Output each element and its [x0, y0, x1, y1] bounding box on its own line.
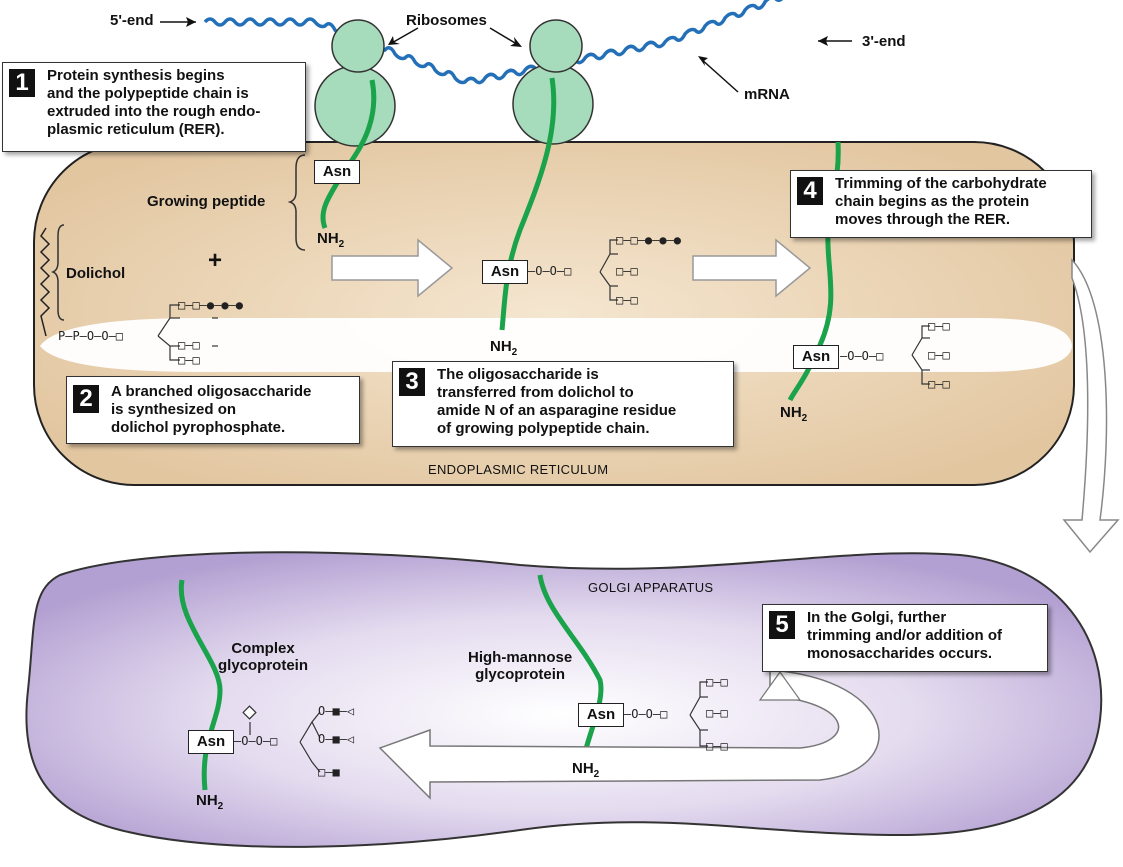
step-5-box: 5 In the Golgi, further trimming and/or …	[762, 604, 1048, 672]
mrna-label: mRNA	[744, 86, 790, 103]
step-3-box: 3 The oligosaccharide is transferred fro…	[392, 361, 734, 447]
complex-branch-bottom: □–■	[318, 765, 340, 779]
dolichol-branch-top: □–□–●–●–●	[178, 298, 244, 312]
dolichol-label: Dolichol	[66, 265, 126, 282]
golgi-processing-arrow-head	[758, 670, 802, 701]
growing-peptide-label: Growing peptide	[147, 193, 266, 210]
ribosome-2-small-subunit	[529, 19, 583, 73]
dolichol-pyrophosphate-link: P–P–O–O–□	[58, 329, 124, 343]
trimmed-branch-top: □–□	[928, 319, 950, 333]
sugar-tree-highmannose	[689, 681, 708, 747]
complex-core: –O–O–□	[234, 734, 278, 748]
trimmed-branch-mid: □–□	[928, 348, 950, 362]
sugar-tree-trimmed	[911, 325, 930, 385]
step-1-text: Protein synthesis begins and the polypep…	[47, 67, 261, 138]
transferred-branch-mid: □–□	[616, 264, 638, 278]
dolichol-branch-bottom: □–□	[178, 353, 200, 367]
highmannose-branch-top: □–□	[706, 675, 728, 689]
step-3-text: The oligosaccharide is transferred from …	[437, 366, 677, 437]
sugar-tree-transferred	[599, 239, 618, 301]
asn-residue-3: Asn	[793, 345, 839, 369]
growing-peptide-bracket	[287, 154, 306, 251]
highmannose-branch-mid: □–□	[706, 706, 728, 720]
asn-residue-complex: Asn	[188, 730, 234, 754]
mrna-strand	[203, 0, 783, 85]
asn-residue-1: Asn	[314, 160, 360, 184]
sugar-tree-dolichol	[157, 304, 218, 361]
complex-branch-top: O–■–◁	[318, 704, 355, 718]
step-5-number: 5	[769, 611, 795, 639]
transferred-branch-bottom: □–□	[616, 293, 638, 307]
asn-residue-2: Asn	[482, 260, 528, 284]
er-to-golgi-arrow	[1062, 258, 1120, 554]
three-end-label: 3'-end	[862, 33, 906, 50]
peptide-chain-2	[499, 77, 557, 331]
ribosome-1-small-subunit	[331, 19, 385, 73]
step-2-box: 2 A branched oligosaccharide is synthesi…	[66, 376, 360, 444]
step-4-text: Trimming of the carbohydrate chain begin…	[835, 175, 1047, 228]
arrow-ribosome-1	[389, 27, 419, 45]
er-label: ENDOPLASMIC RETICULUM	[428, 462, 609, 477]
fucose-diamond	[242, 705, 257, 720]
highmannose-branch-bottom: □–□	[706, 739, 728, 753]
complex-glycoprotein-label: Complex glycoprotein	[218, 640, 309, 674]
peptide-chain-highmannose	[537, 574, 604, 761]
amino-terminus-highmannose: NH2	[572, 760, 600, 780]
step-2-number: 2	[73, 385, 99, 413]
amino-terminus-1: NH2	[317, 230, 345, 250]
step-2-text: A branched oligosaccharide is synthesize…	[111, 383, 312, 436]
golgi-label: GOLGI APPARATUS	[588, 580, 714, 595]
step-1-number: 1	[9, 69, 35, 97]
ribosomes-label: Ribosomes	[406, 12, 487, 29]
complex-branch-mid: O–■–◁	[318, 732, 355, 746]
ribosome-1-large-subunit	[314, 65, 396, 147]
golgi-processing-arrow	[378, 669, 880, 800]
dolichol-branch-mid: □–□	[178, 338, 200, 352]
trimmed-core: –O–O–□	[840, 349, 884, 363]
step-4-box: 4 Trimming of the carbohydrate chain beg…	[790, 170, 1092, 238]
five-end-label: 5'-end	[110, 12, 154, 29]
high-mannose-label: High-mannose glycoprotein	[468, 649, 573, 683]
dolichol-bracket	[50, 224, 65, 321]
transferred-branch-top: □–□–●–●–●	[616, 233, 682, 247]
process-arrow-1	[331, 238, 454, 298]
step-5-text: In the Golgi, further trimming and/or ad…	[807, 609, 1002, 662]
asn-residue-highmannose: Asn	[578, 703, 624, 727]
dolichol-chain	[39, 227, 51, 337]
golgi-membrane	[25, 551, 1103, 848]
amino-terminus-complex: NH2	[196, 792, 224, 812]
amino-terminus-2: NH2	[490, 338, 518, 358]
step-1-box: 1 Protein synthesis begins and the polyp…	[2, 62, 306, 152]
highmannose-core: –O–O–□	[624, 707, 668, 721]
process-arrow-2	[692, 238, 812, 298]
step-4-number: 4	[797, 177, 823, 205]
arrow-mrna	[699, 57, 739, 93]
step-3-number: 3	[399, 368, 425, 396]
transferred-core: –O–O–□	[528, 264, 572, 278]
trimmed-branch-bottom: □–□	[928, 377, 950, 391]
plus-sign: +	[208, 247, 223, 274]
amino-terminus-3: NH2	[780, 404, 808, 424]
sugar-tree-complex	[249, 711, 321, 773]
